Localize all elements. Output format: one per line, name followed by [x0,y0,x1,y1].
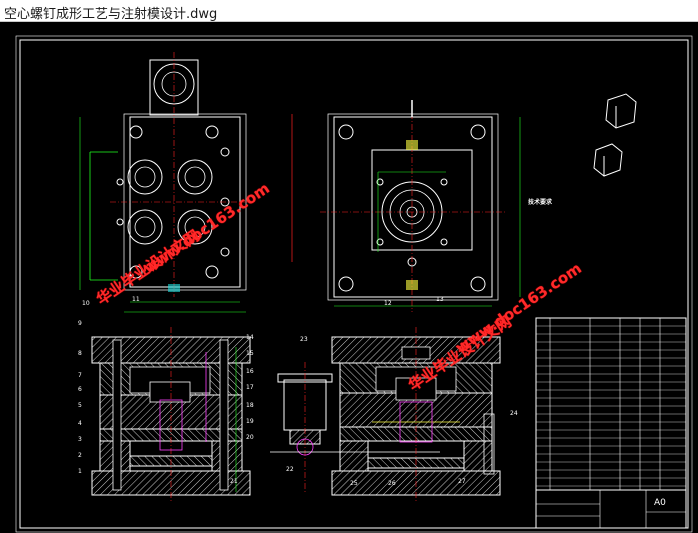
part-number-label: 7 [78,372,82,379]
part-number-label: 14 [246,334,254,341]
part-number-label: 26 [388,480,396,487]
sheet-border [19,39,689,529]
part-number-label: 18 [246,402,254,409]
part-number-label: 1 [78,468,82,475]
sheet-outer-border [15,35,693,533]
part-number-label: 3 [78,436,82,443]
part-number-label: 19 [246,418,254,425]
part-number-label: 13 [436,296,444,303]
top-left-plan-view [79,52,250,313]
ejector-part-view [270,362,440,492]
part-number-label: 25 [350,480,358,487]
part-number-label: 17 [246,384,254,391]
top-middle-plan-view [320,100,521,312]
window-titlebar: 空心螺钉成形工艺与注射模设计.dwg [0,0,698,22]
part-number-label: 10 [82,300,90,307]
parts-list-table [535,317,687,529]
part-number-label: 20 [246,434,254,441]
part-number-label: 6 [78,386,82,393]
cad-drawing [15,35,693,533]
sheet-size-label: A0 [654,498,666,508]
technical-notes: 技术要求 [528,198,688,207]
part-number-label: 4 [78,420,82,427]
part-number-label: 22 [286,466,294,473]
bottom-left-section-view [91,327,251,502]
part-number-label: 27 [458,478,466,485]
window-title: 空心螺钉成形工艺与注射模设计.dwg [4,7,218,22]
iso-parts [593,93,637,177]
part-number-label: 23 [300,336,308,343]
technical-notes-title: 技术要求 [528,199,553,206]
part-number-label: 15 [246,350,254,357]
part-number-label: 8 [78,350,82,357]
part-number-label: 9 [78,320,82,327]
part-number-label: 24 [510,410,518,417]
bottom-middle-section-view [331,327,501,502]
part-number-label: 5 [78,402,82,409]
part-number-label: 11 [132,296,140,303]
part-number-label: 12 [384,300,392,307]
part-number-label: 16 [246,368,254,375]
part-number-label: 2 [78,452,82,459]
part-number-label: 21 [230,478,238,485]
